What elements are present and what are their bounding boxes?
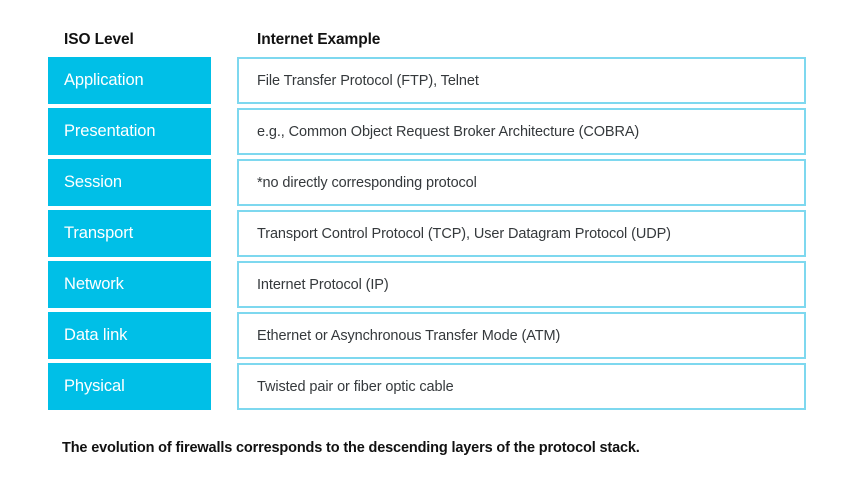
iso-level-label: Session: [64, 173, 123, 191]
table-row: Data link Ethernet or Asynchronous Trans…: [0, 312, 868, 359]
column-header-internet-example: Internet Example: [257, 31, 381, 48]
internet-example-label: File Transfer Protocol (FTP), Telnet: [257, 72, 479, 89]
internet-example-box-session: *no directly corresponding protocol: [237, 159, 806, 206]
iso-level-chip-application: Application: [48, 57, 211, 104]
table-row: Presentation e.g., Common Object Request…: [0, 108, 868, 155]
iso-level-chip-transport: Transport: [48, 210, 211, 257]
internet-example-box-physical: Twisted pair or fiber optic cable: [237, 363, 806, 410]
internet-example-label: Ethernet or Asynchronous Transfer Mode (…: [257, 327, 561, 344]
iso-level-chip-presentation: Presentation: [48, 108, 211, 155]
internet-example-box-presentation: e.g., Common Object Request Broker Archi…: [237, 108, 806, 155]
table-row: Network Internet Protocol (IP): [0, 261, 868, 308]
iso-level-chip-network: Network: [48, 261, 211, 308]
iso-level-chip-physical: Physical: [48, 363, 211, 410]
layer-rows: Application File Transfer Protocol (FTP)…: [0, 57, 868, 410]
table-row: Transport Transport Control Protocol (TC…: [0, 210, 868, 257]
iso-level-label: Transport: [64, 224, 134, 242]
internet-example-label: Twisted pair or fiber optic cable: [257, 378, 454, 395]
table-row: Physical Twisted pair or fiber optic cab…: [0, 363, 868, 410]
iso-level-label: Application: [64, 71, 144, 89]
iso-level-label: Network: [64, 275, 124, 293]
internet-example-label: e.g., Common Object Request Broker Archi…: [257, 123, 640, 140]
column-header-iso-level: ISO Level: [64, 31, 134, 48]
table-row: Session *no directly corresponding proto…: [0, 159, 868, 206]
iso-level-chip-data-link: Data link: [48, 312, 211, 359]
internet-example-label: Internet Protocol (IP): [257, 276, 389, 293]
internet-example-box-network: Internet Protocol (IP): [237, 261, 806, 308]
internet-example-label: *no directly corresponding protocol: [257, 174, 477, 191]
iso-level-label: Data link: [64, 326, 128, 344]
table-row: Application File Transfer Protocol (FTP)…: [0, 57, 868, 104]
iso-level-chip-session: Session: [48, 159, 211, 206]
iso-level-label: Presentation: [64, 122, 156, 140]
internet-example-box-application: File Transfer Protocol (FTP), Telnet: [237, 57, 806, 104]
internet-example-box-data-link: Ethernet or Asynchronous Transfer Mode (…: [237, 312, 806, 359]
figure-caption: The evolution of firewalls corresponds t…: [62, 440, 640, 456]
column-headers: ISO Level Internet Example: [0, 29, 868, 51]
internet-example-label: Transport Control Protocol (TCP), User D…: [257, 225, 671, 242]
internet-example-box-transport: Transport Control Protocol (TCP), User D…: [237, 210, 806, 257]
iso-level-label: Physical: [64, 377, 125, 395]
